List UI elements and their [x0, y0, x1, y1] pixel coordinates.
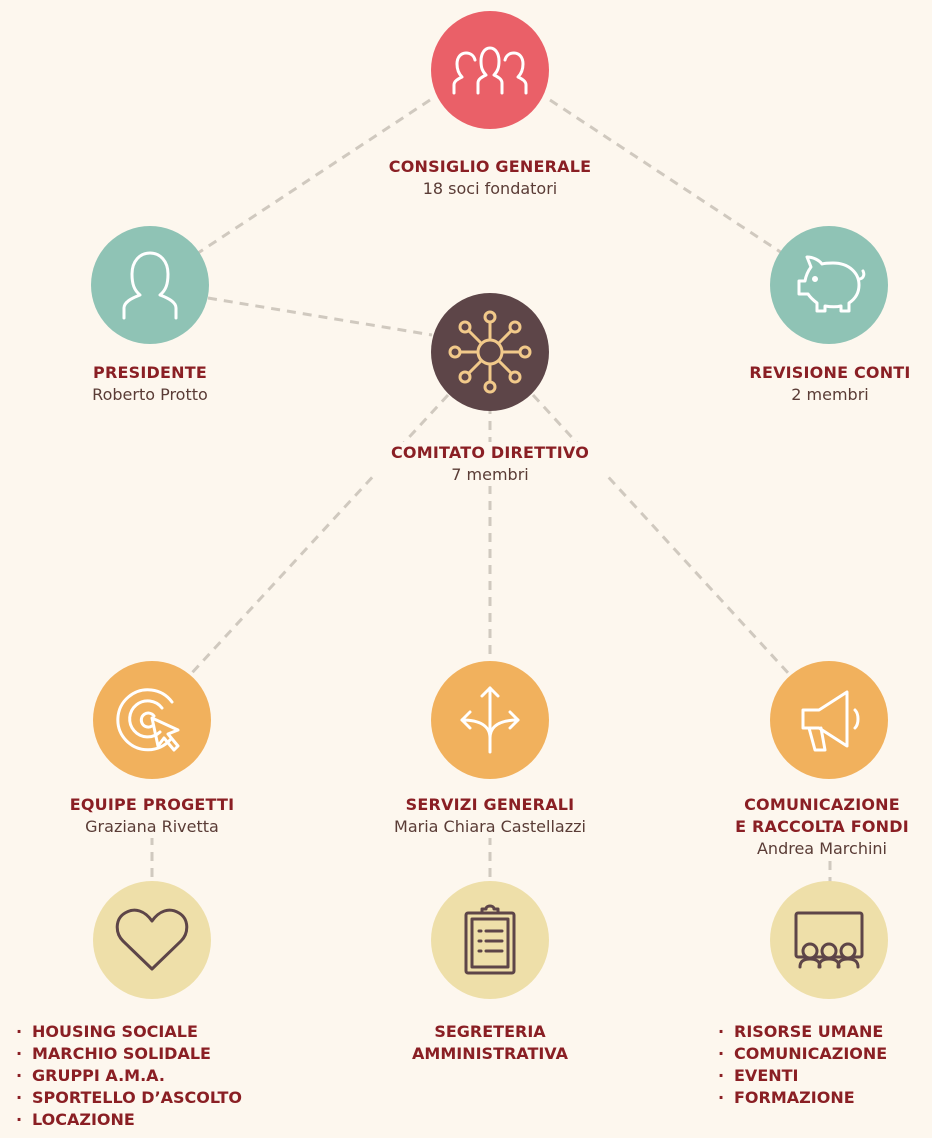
presidente-node: [91, 226, 209, 344]
list-item: MARCHIO SOLIDALE: [16, 1043, 242, 1065]
clipboard-icon: [464, 904, 516, 975]
revisione-label: REVISIONE CONTI 2 membri: [700, 362, 932, 406]
megaphone-icon: [801, 690, 860, 752]
comitato-label: COMITATO DIRETTIVO 7 membri: [375, 442, 605, 486]
clipboard-node: [431, 881, 549, 999]
servizi-title: SERVIZI GENERALI: [405, 795, 575, 814]
consiglio-subtitle: 18 soci fondatori: [422, 179, 558, 198]
comunicazione-title-2: E RACCOLTA FONDI: [735, 817, 909, 836]
revisione-subtitle: 2 membri: [791, 385, 869, 404]
consiglio-title: CONSIGLIO GENERALE: [388, 157, 592, 176]
split-arrows-icon: [460, 686, 520, 754]
revisione-title: REVISIONE CONTI: [749, 363, 911, 382]
servizi-subtitle: Maria Chiara Castellazzi: [394, 817, 586, 836]
comunicazione-title-1: COMUNICAZIONE: [744, 795, 900, 814]
heart-icon: [115, 908, 189, 971]
segreteria-line-2: AMMINISTRATIVA: [412, 1044, 568, 1063]
segreteria-line-1: SEGRETERIA: [434, 1022, 546, 1041]
heart-node: [93, 881, 211, 999]
segreteria-label: SEGRETERIA AMMINISTRATIVA: [360, 1021, 620, 1065]
list-item: RISORSE UMANE: [718, 1021, 887, 1043]
equipe-subtitle: Graziana Rivetta: [85, 817, 219, 836]
group-icon: [452, 46, 528, 95]
equipe-activities-list: HOUSING SOCIALE MARCHIO SOLIDALE GRUPPI …: [16, 1021, 242, 1131]
list-item: EVENTI: [718, 1065, 887, 1087]
target-cursor-icon: [116, 688, 180, 752]
comitato-node: [431, 293, 549, 411]
list-item: FORMAZIONE: [718, 1087, 887, 1109]
line-comitato-comunicazione: [531, 393, 792, 677]
comitato-subtitle: 7 membri: [451, 465, 529, 484]
presidente-subtitle: Roberto Protto: [92, 385, 208, 404]
equipe-label: EQUIPE PROGETTI Graziana Rivetta: [20, 794, 284, 838]
list-item: COMUNICAZIONE: [718, 1043, 887, 1065]
person-icon: [122, 251, 178, 320]
presidente-title: PRESIDENTE: [93, 363, 207, 382]
list-item: LOCAZIONE: [16, 1109, 242, 1131]
list-item: HOUSING SOCIALE: [16, 1021, 242, 1043]
comunicazione-subtitle: Andrea Marchini: [756, 839, 887, 858]
presidente-label: PRESIDENTE Roberto Protto: [30, 362, 270, 406]
line-comitato-equipe: [188, 393, 450, 677]
comunicazione-activities-list: RISORSE UMANE COMUNICAZIONE EVENTI FORMA…: [718, 1021, 887, 1109]
presentation-node: [770, 881, 888, 999]
comunicazione-node: [770, 661, 888, 779]
servizi-label: SERVIZI GENERALI Maria Chiara Castellazz…: [350, 794, 630, 838]
list-item: GRUPPI A.M.A.: [16, 1065, 242, 1087]
list-item: SPORTELLO D’ASCOLTO: [16, 1087, 242, 1109]
comitato-title: COMITATO DIRETTIVO: [390, 443, 590, 462]
servizi-node: [431, 661, 549, 779]
network-icon: [448, 310, 532, 394]
line-presidente-comitato: [207, 296, 433, 337]
piggy-bank-icon: [797, 255, 866, 313]
revisione-node: [770, 226, 888, 344]
consiglio-node: [431, 11, 549, 129]
consiglio-label: CONSIGLIO GENERALE 18 soci fondatori: [340, 156, 640, 200]
equipe-node: [93, 661, 211, 779]
presentation-icon: [794, 911, 864, 969]
comunicazione-label: COMUNICAZIONE E RACCOLTA FONDI Andrea Ma…: [712, 794, 932, 860]
equipe-title: EQUIPE PROGETTI: [69, 795, 235, 814]
